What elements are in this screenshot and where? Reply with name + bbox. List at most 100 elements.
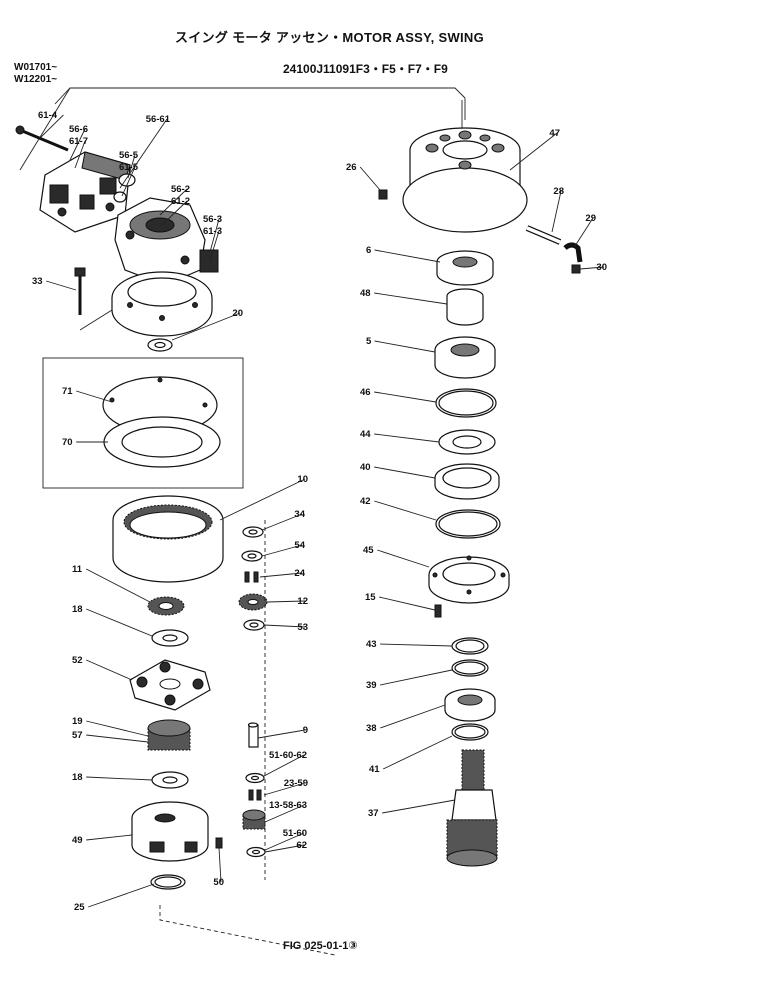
callout-label: 29 [585,213,596,224]
callout-leader [159,188,188,216]
callout-leader [382,799,456,814]
callout-label: 62 [296,840,307,851]
diagram-title: スイング モータ アッセン・MOTOR ASSY, SWING [175,30,485,45]
callout-leader [377,549,430,568]
callout-leader [261,513,303,531]
callout-leader [257,729,306,739]
motor-group-bracket [19,87,466,171]
callout-label: 13-58-63 [269,800,307,811]
callout-label: 40 [360,462,371,473]
pinion-shaft-37 [446,749,498,867]
callout-label: 61-2 [171,196,190,207]
seal-38 [444,688,496,722]
callout-label: 23-59 [284,778,308,789]
pin-9 [247,722,259,748]
callout-label: 39 [366,680,377,691]
callout-label: 61-3 [203,226,222,237]
valve-block [39,151,131,233]
callout-leader [261,544,303,557]
callout-leader [121,166,136,197]
callout-label: 38 [366,723,377,734]
snap-ring-41 [451,723,489,741]
thrust-washer-18 [151,629,189,647]
callout-leader [209,218,220,253]
callout-leader [76,390,113,403]
callout-leader [380,643,453,647]
callout-leader [263,754,305,777]
callout-leader [264,804,305,823]
callout-label: 19 [72,716,83,727]
callout-label: 34 [294,509,305,520]
callout-leader [85,568,151,603]
carrier-52 [129,659,211,711]
washer-54 [241,550,263,562]
callout-label: 10 [297,474,308,485]
callout-leader [127,154,136,179]
callout-leader [374,466,436,479]
washer-51 [245,772,265,784]
callout-label: 56-5 [119,150,139,161]
washer-34 [242,526,264,538]
callout-leaders [39,114,605,908]
o-ring-42 [435,509,501,539]
callout-leader [74,140,86,169]
callout-labels: 61-456-661-756-6156-561-556-261-256-361-… [32,110,607,913]
callout-label: 6 [366,245,371,256]
planet-gear-12 [238,593,268,611]
plug-26 [378,189,388,200]
callout-leader [383,735,453,770]
callout-label: 41 [369,764,380,775]
motor-flange [111,271,213,337]
needle-24 [244,571,259,583]
callout-label: 56-61 [146,114,171,125]
callout-label: 9 [303,725,308,736]
gear-19 [147,719,191,751]
callout-leader [374,292,448,305]
assembly-part-number: 24100J11091F3・F5・F7・F9 [283,62,448,76]
ring-43 [451,637,489,655]
washer-51-lower [246,846,266,858]
callout-label: 48 [360,288,371,299]
callout-leader [374,340,436,353]
callout-label: 56-2 [171,184,190,195]
callout-leader [263,624,306,628]
callout-label: 51-60 [283,828,307,839]
callout-label: 71 [62,386,73,397]
motor-housing [114,197,219,286]
callout-leader [86,734,149,743]
callout-label: 26 [346,162,357,173]
callout-label: 45 [363,545,374,556]
callout-leader [46,280,77,291]
callout-leader [39,114,64,139]
bolt-15 [434,604,442,618]
carrier-49 [131,801,209,862]
callout-leader [259,572,303,578]
ring-39 [451,659,489,677]
callout-leader [574,217,594,247]
serial-range-2: W12201~ [14,74,58,85]
callout-leader [209,230,220,261]
washer-20 [147,338,173,352]
callout-label: 49 [72,835,83,846]
callout-label: 61-5 [119,162,139,173]
gear-11 [147,596,185,616]
callout-label: 52 [72,655,83,666]
callout-label: 5 [366,336,372,347]
o-ring-46 [435,388,497,418]
pin-50 [215,837,223,849]
callout-label: 56-3 [203,214,222,225]
callout-leader [119,118,168,189]
housing-47 [402,127,528,233]
callout-label: 15 [365,592,376,603]
callout-label: 46 [360,387,371,398]
callout-label: 24 [294,568,305,579]
collar-48 [446,288,484,326]
callout-label: 57 [72,730,83,741]
callout-leader [263,782,306,796]
bolt-61-4 [15,125,69,152]
plug-30 [571,264,581,274]
callout-leader [359,166,381,191]
callout-leader [551,190,562,233]
callout-leader [218,847,222,883]
callout-leader [579,266,605,270]
